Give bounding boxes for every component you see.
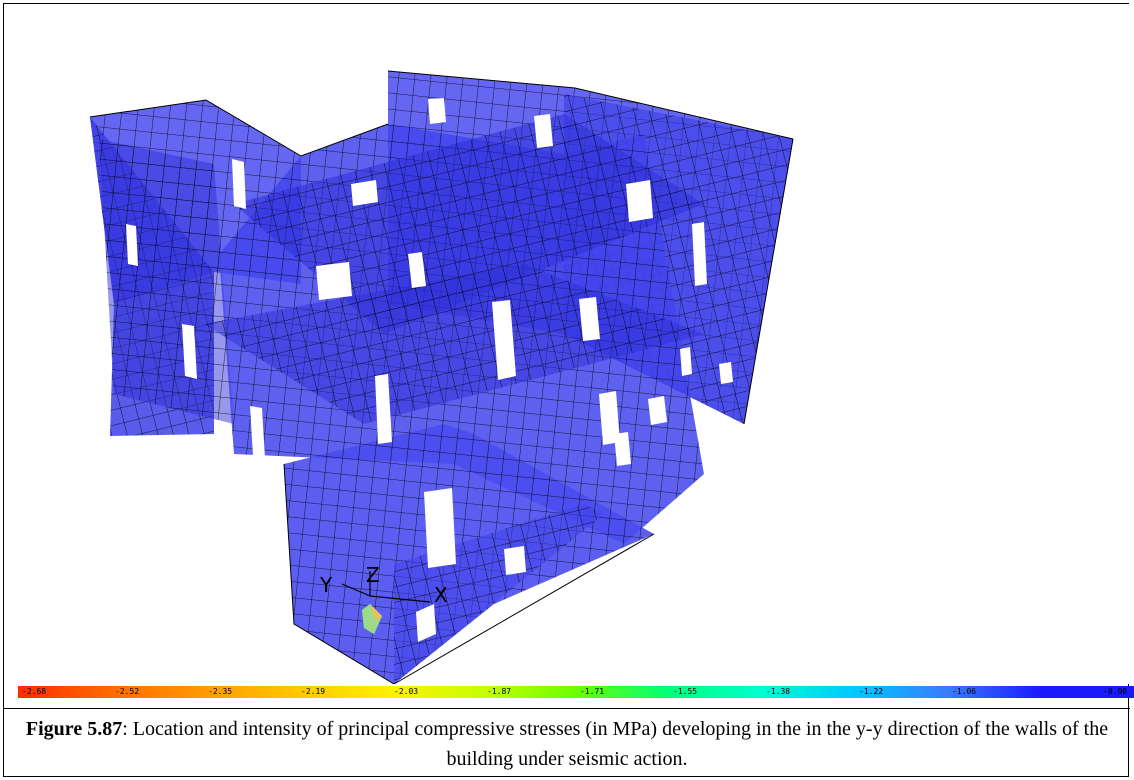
legend-value: -1.06	[952, 687, 977, 696]
central-walls	[204, 114, 704, 544]
legend-value: -1.87	[487, 687, 512, 696]
coordinate-axes: Z Y X	[319, 563, 448, 635]
legend-value: -2.19	[301, 687, 326, 696]
legend-value: -1.55	[673, 687, 698, 696]
legend-value: -1.38	[766, 687, 791, 696]
edge-outlines	[89, 70, 794, 684]
legend-segment: -1.87	[483, 686, 576, 698]
caption-divider	[4, 708, 1130, 709]
legend-segment: -1.71	[576, 686, 669, 698]
stress-color-legend: -2.68 -2.52 -2.35 -2.19 -2.03 -1.87 -1.71 -1.55…	[18, 686, 1134, 698]
figure-caption: Figure 5.87: Location and intensity of p…	[4, 714, 1130, 774]
legend-value: -1.71	[580, 687, 605, 696]
figure-caption-text: : Location and intensity of principal co…	[122, 718, 1109, 770]
fem-viewport: Z Y X	[4, 4, 1130, 684]
legend-segment: -1.22	[855, 686, 948, 698]
axis-y-label: Y	[319, 573, 333, 597]
building-mesh-model: Z Y X	[89, 70, 794, 684]
legend-value: -2.03	[394, 687, 419, 696]
axis-z-label: Z	[366, 563, 380, 587]
legend-value: -1.22	[859, 687, 884, 696]
legend-segment: -2.68	[18, 686, 111, 698]
legend-value: -2.68	[22, 687, 47, 696]
legend-segment: -0.90	[1041, 686, 1134, 698]
legend-value: -0.90	[1103, 687, 1128, 696]
legend-segment: -1.38	[762, 686, 855, 698]
legend-segment: -2.52	[111, 686, 204, 698]
figure-label: Figure 5.87	[25, 718, 123, 740]
window-openings	[126, 98, 733, 642]
legend-segment: -2.03	[390, 686, 483, 698]
legend-segment: -2.19	[297, 686, 390, 698]
axis-x-label: X	[434, 583, 448, 607]
legend-segment: -2.35	[204, 686, 297, 698]
legend-value: -2.35	[208, 687, 233, 696]
legend-segment: -1.06	[948, 686, 1041, 698]
legend-value: -2.52	[115, 687, 140, 696]
legend-segment: -1.55	[669, 686, 762, 698]
